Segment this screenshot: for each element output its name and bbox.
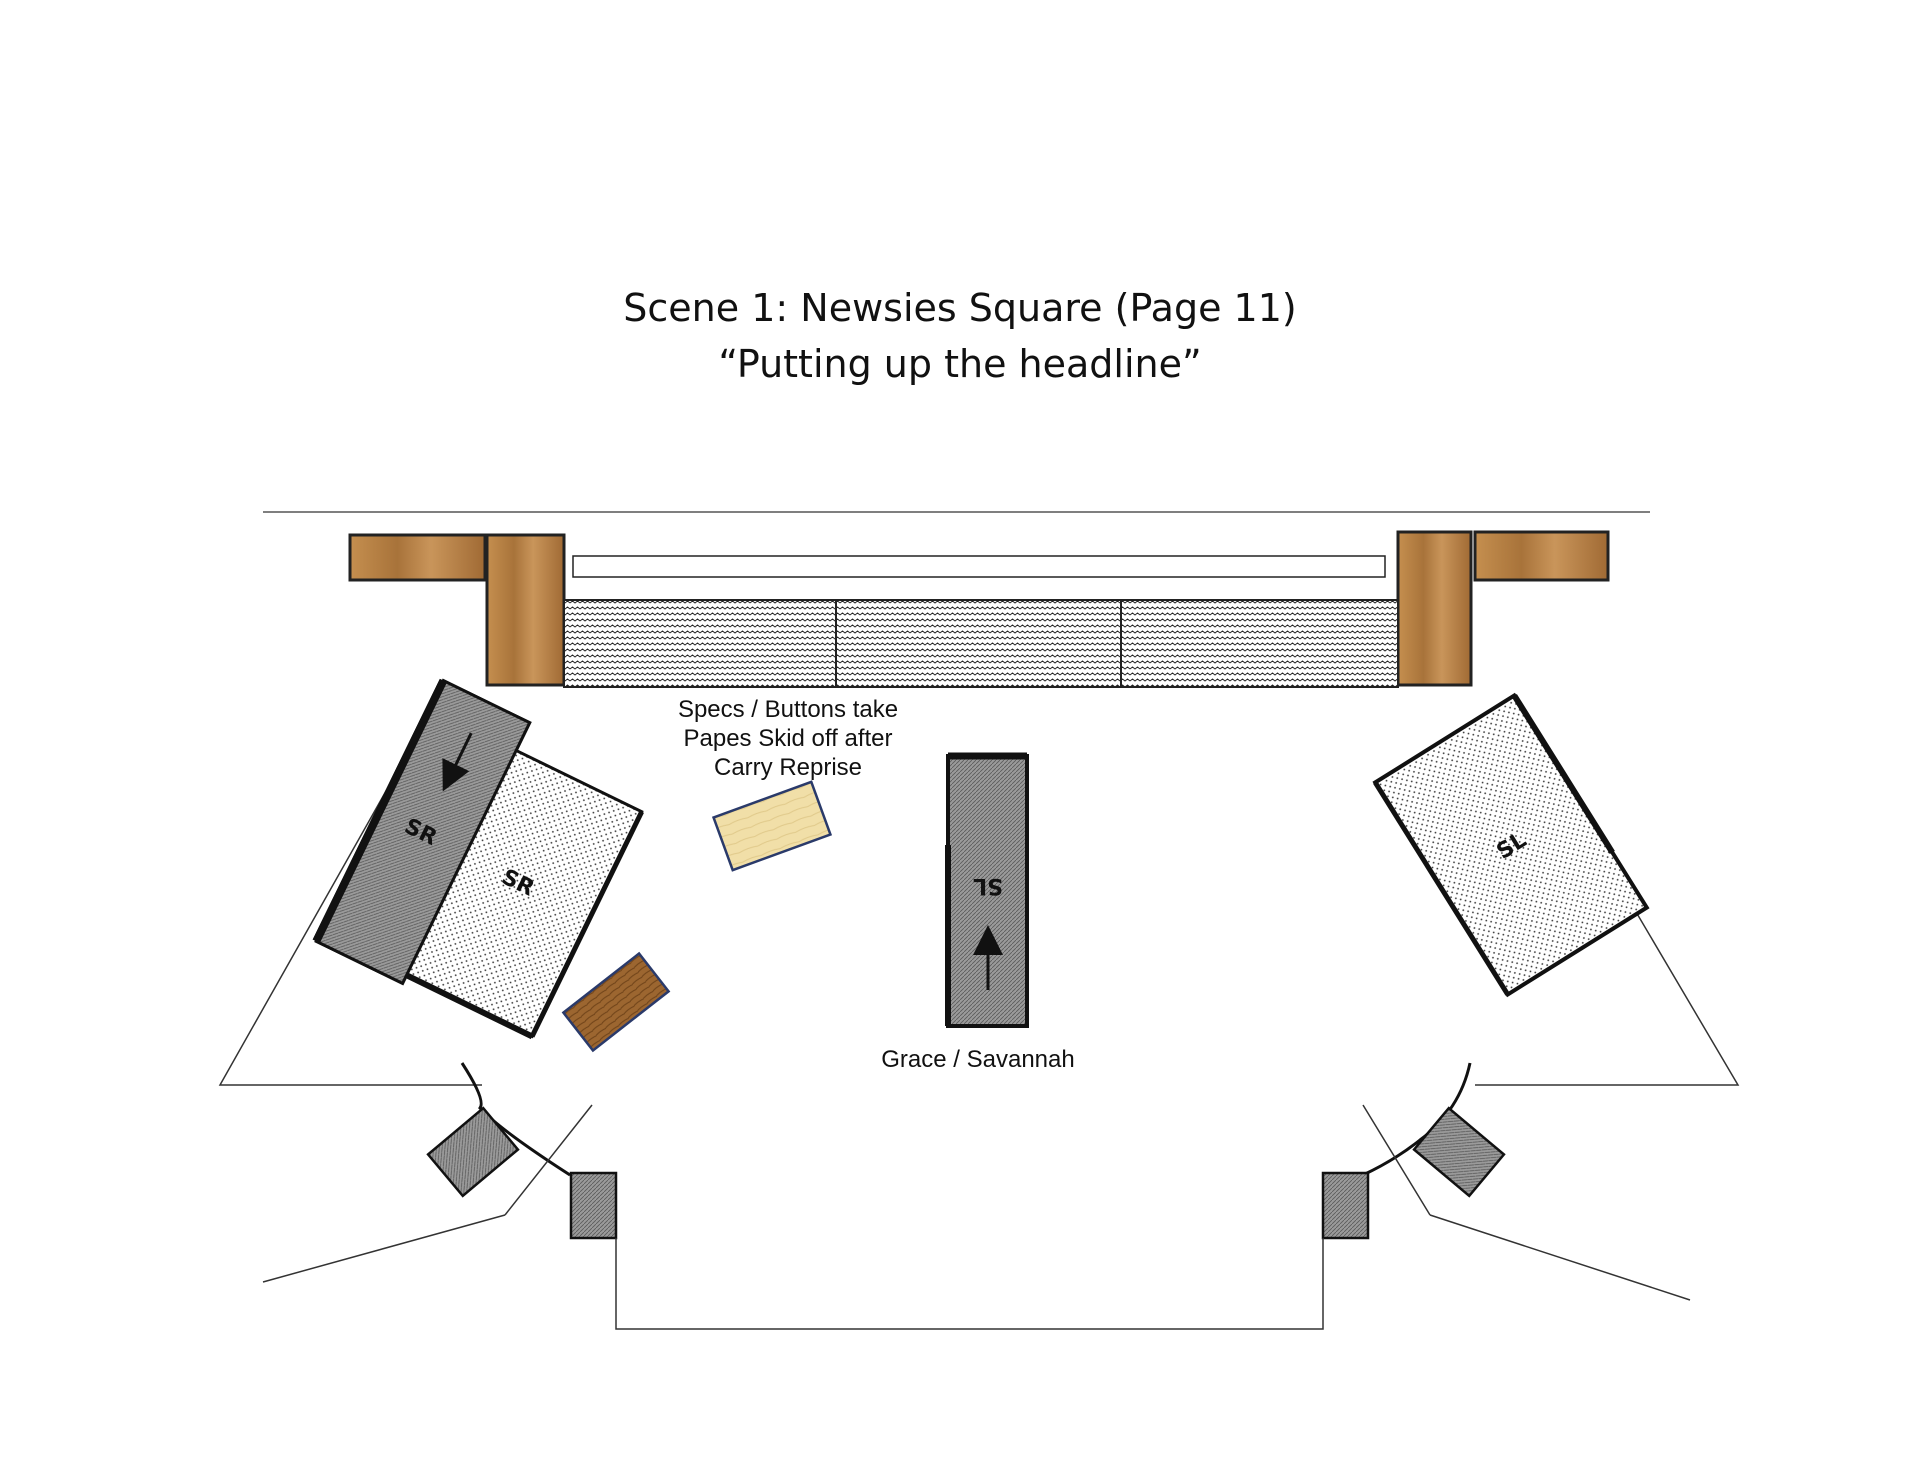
diagram-title: Scene 1: Newsies Square (Page 11) “Putti… (0, 280, 1920, 392)
scrim-panel (563, 599, 837, 688)
grace-note: Grace / Savannah (881, 1046, 1074, 1073)
wood-bench (561, 951, 671, 1053)
specs-note-line-1: Specs / Buttons take (678, 696, 898, 723)
column-right (1396, 530, 1473, 687)
scrim-panel (835, 599, 1122, 688)
left-diagonal (504, 1104, 593, 1216)
left-post (569, 1171, 618, 1240)
scrim-panel (1120, 599, 1399, 688)
title-line-1: Scene 1: Newsies Square (Page 11) (623, 286, 1297, 330)
specs-note-line-3: Carry Reprise (714, 754, 862, 781)
title-line-2: “Putting up the headline” (718, 342, 1202, 386)
apron-edge (615, 1238, 1324, 1330)
wing-block-left (348, 533, 487, 582)
center-sl-platform: SL (945, 752, 1029, 1028)
right-diagonal (1362, 1104, 1431, 1216)
right-sl-platform: SL (1372, 692, 1650, 998)
left-arc-block (426, 1106, 520, 1198)
sr-gray-platform-overlay: SR (312, 678, 532, 986)
right-arc-block (1412, 1106, 1506, 1198)
center-sl-label: SL (973, 873, 1003, 898)
specs-note-line-2: Papes Skid off after (683, 725, 892, 752)
left-wall-line (218, 698, 482, 1086)
lower-right-wall (1429, 1214, 1691, 1301)
lower-left-wall (262, 1214, 506, 1283)
column-left (485, 533, 566, 687)
wing-block-right (1473, 530, 1610, 582)
right-proscenium-arc (1362, 1062, 1472, 1177)
right-post (1321, 1171, 1370, 1240)
headline-board (572, 555, 1386, 578)
paper-skid (711, 780, 833, 872)
